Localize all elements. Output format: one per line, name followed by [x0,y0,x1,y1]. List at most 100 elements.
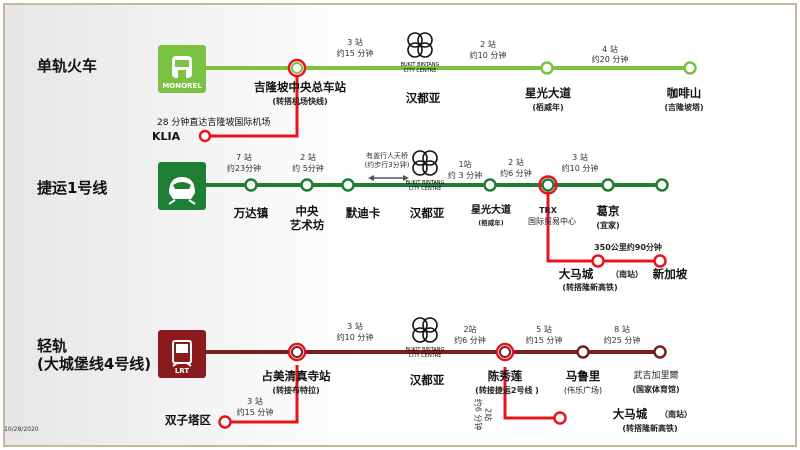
line1-station [601,178,615,192]
klia-note: 28 分钟直达吉隆坡国际机场 [157,118,271,128]
gap-time: 约25 分钟 [603,336,641,345]
gap-time: 约10 分钟 [336,333,374,342]
station-masjid-jamek-inner [291,346,303,358]
gap-stops: 3 站 [247,397,263,406]
line1-station [300,178,314,192]
train-icon [168,177,196,205]
gap-time: 约 5分钟 [292,164,324,173]
gap-stops: 2站 [463,325,477,334]
station-singapore [653,254,667,268]
line1-title: 捷运1号线 [37,179,108,197]
lrt-title: 轻轨 [37,337,68,355]
klia-branch [209,70,299,138]
station-klcc [218,415,232,429]
hsr-branch [546,190,656,263]
station-bukit-nanas [683,61,697,75]
klcc-branch [229,365,299,424]
station-label: 默迪卡 [345,206,381,220]
gap-stops: 2 站 [480,40,496,49]
gap-time: 约 3 分钟 [447,171,483,180]
station-label: 星光大道 [471,205,511,216]
station-maluri [576,345,590,359]
monorail-title: 单轨火车 [37,57,98,75]
slide-frame [3,3,797,447]
station-label: 大马城 [558,267,594,281]
station-sublabel: (国家体育馆) [632,385,680,394]
klia-label: KLIA [152,130,181,143]
hub-label: CITY CENTRE [409,353,442,359]
station-sublabel: (栢威年) [478,219,504,227]
hub-label: BUKIT BINTANG [406,180,445,186]
gap-stops: 7 站 [236,153,252,162]
gap-time: 约15 分钟 [236,408,274,417]
line1-station [541,178,555,192]
station-sublabel: (转接捷运2号线 ) [475,386,539,395]
station-label: 吉隆坡中央总车站 [254,80,346,94]
line1-logo [158,162,206,210]
station-bandar-malaysia [591,254,605,268]
hub-label: CITY CENTRE [404,68,437,74]
station-tag: （南站） [660,410,692,419]
station-kl-sentral-inner [291,62,303,74]
station-bukit-bintang-mono [540,61,554,75]
station-label: 双子塔区 [165,413,211,427]
station-label: 陈秀莲 [487,369,523,383]
station-sublabel: (转搭隆新高铁) [622,424,678,433]
lrt-logo: LRT [158,330,206,378]
station-label: 马鲁里 [565,369,601,383]
lrt-train-icon [172,340,192,367]
station-label: 葛京 [596,204,620,218]
station-label: 新加坡 [652,267,688,281]
gap-stops: 5 站 [536,325,552,334]
gap-time: 约23分钟 [226,164,262,173]
walkway-note: 有盖行人天桥 [366,152,408,160]
station-bandar-malaysia-lrt [553,411,567,425]
line1-station [483,178,497,192]
gap-time: 约6 分钟 [473,398,483,431]
hub-label: CITY CENTRE [409,186,442,192]
hsr-note: 350公里约90分钟 [594,243,662,252]
station-sublabel: (转接布特拉) [272,386,320,395]
line1-station [244,178,258,192]
station-sublabel: (栢威年) [532,103,564,112]
station-sublabel: (转搭机场快线) [272,97,328,106]
station-label: 汉都亚 [405,91,441,105]
station-sublabel: (转搭隆新高铁) [562,283,618,292]
line1-station [655,178,669,192]
gap-time: 约15 分钟 [336,49,374,58]
station-sublabel: (宜家) [596,221,620,230]
station-label: 中央 [295,204,319,218]
gap-stops: 4 站 [602,45,618,54]
station-label: 星光大道 [525,86,571,100]
walkway-time: (约步行3分钟) [364,161,410,169]
gap-time: 约6 分钟 [500,169,532,178]
station-trx-ring [538,175,558,195]
station-label: 占美清真寺站 [261,369,331,383]
gap-stops: 2 站 [508,158,524,167]
station-bukit-jalil [653,345,667,359]
gap-stops: 2站 [483,408,493,422]
gap-stops: 2 站 [300,153,316,162]
line1-station [341,178,355,192]
gap-time: 约10 分钟 [469,51,507,60]
date: 10/28/2020 [4,426,39,433]
station-sublabel: (伟乐广场) [563,386,603,395]
station-label: TRX [539,206,557,215]
klia-station [198,129,212,143]
hub-label: BUKIT BINTANG [401,62,440,68]
gap-time: 约10 分钟 [561,164,599,173]
arrow-right-icon [403,175,409,181]
station-sublabel: (吉隆坡塔) [664,103,704,112]
gap-time: 约20 分钟 [591,55,629,64]
monorail-train-icon [172,56,192,78]
monorail-logo: MONOREL [158,45,206,93]
gap-time: 约6 分钟 [454,336,486,345]
arrow-left-icon [368,175,374,181]
hub-label: BUKIT BINTANG [406,347,445,353]
gap-stops: 3 站 [347,322,363,331]
gap-stops: 1站 [458,160,472,169]
